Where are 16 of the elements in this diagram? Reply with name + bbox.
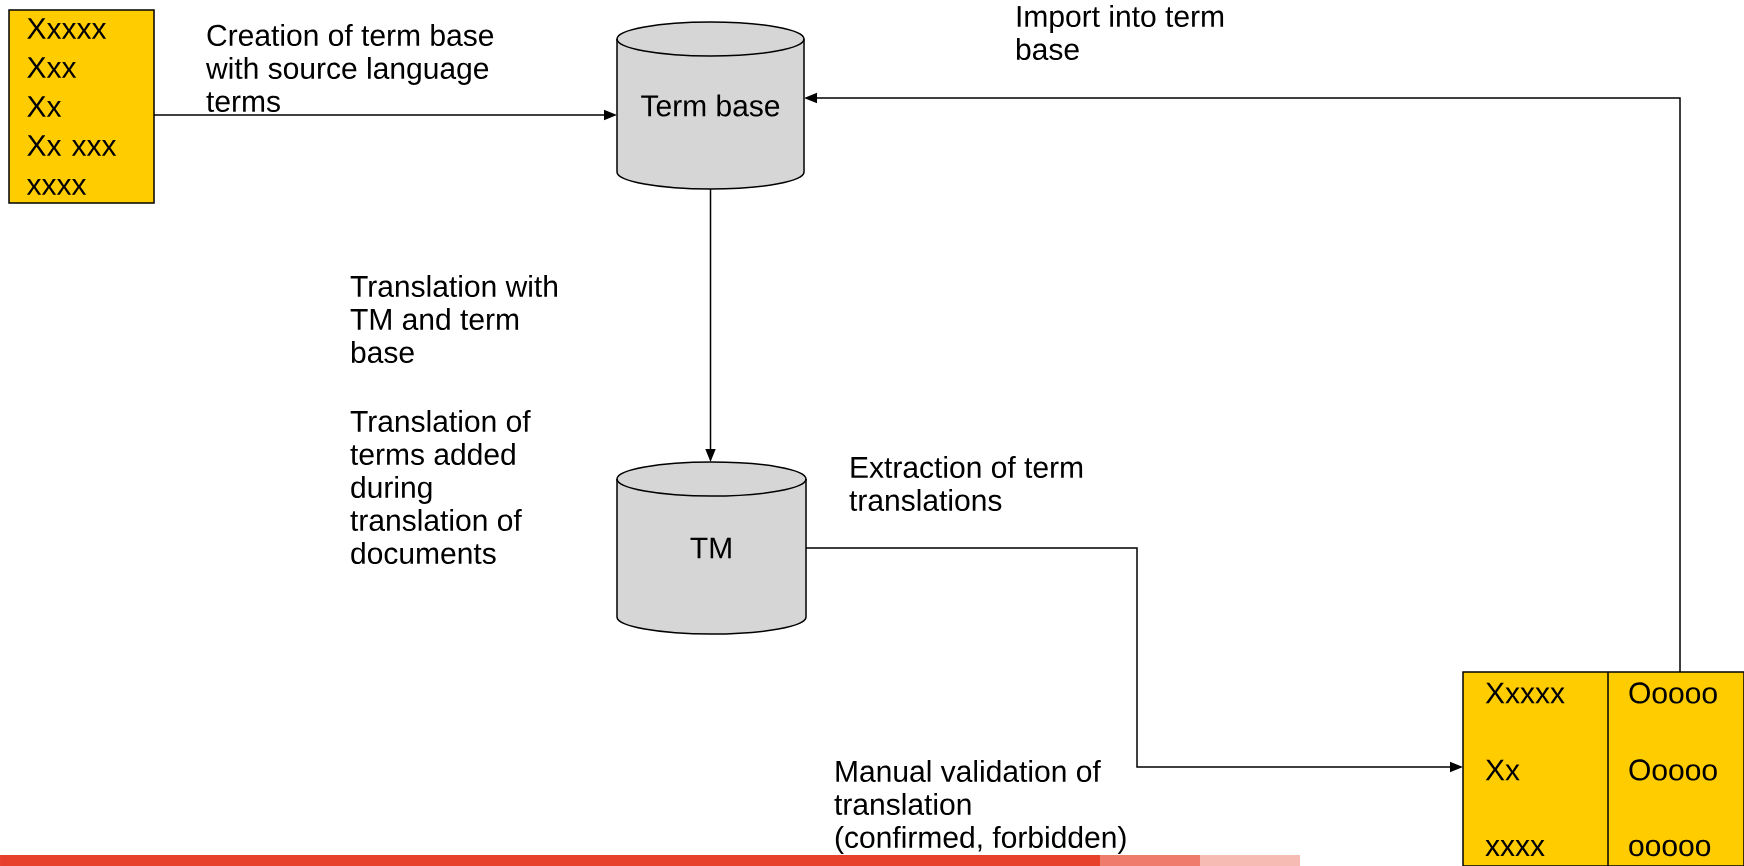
annotation-text: Manual validation of translation (confirmed, forbidden) bbox=[834, 760, 1126, 854]
annotation-text: Translation of terms added during translation of documents bbox=[350, 410, 531, 565]
edge-label: Creation of term base with source language terms bbox=[205, 24, 494, 113]
database-cylinder: Term base bbox=[616, 21, 805, 190]
table-entry: ooooo bbox=[1629, 839, 1711, 857]
annotation-text: Translation with TM and term base bbox=[350, 275, 557, 364]
table-entry: Ooooo bbox=[1629, 759, 1717, 781]
table bbox=[1462, 671, 1744, 866]
table-entry: Ooooo bbox=[1629, 682, 1717, 704]
table-entry: Xxxxx bbox=[1485, 682, 1565, 704]
table-entry: xxxx bbox=[1485, 840, 1545, 856]
database-cylinder: TM bbox=[616, 461, 807, 635]
edge-label: Extraction of term translations bbox=[849, 456, 1083, 512]
table-entry: Xx bbox=[1485, 759, 1520, 781]
edge-label: Import into term base bbox=[1016, 5, 1224, 61]
list-box: Xxxxx Xxx Xx Xx xxx xxxx bbox=[8, 9, 155, 204]
